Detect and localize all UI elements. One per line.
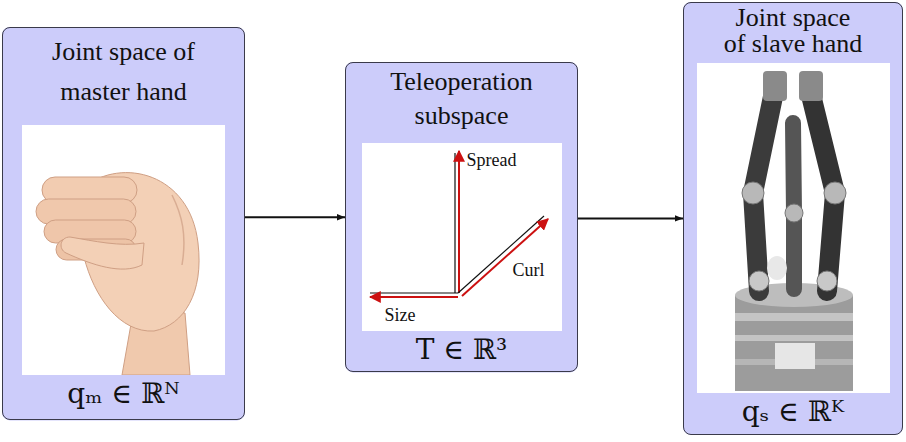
- axis-label: Spread: [466, 151, 518, 171]
- axis-label: Size: [384, 306, 417, 326]
- panel-fill: [683, 2, 903, 435]
- axis-label: Curl: [512, 261, 546, 281]
- flow-arrow: [245, 216, 345, 218]
- panel-title: Teleoperation subspace: [362, 65, 562, 133]
- flow-arrow: [578, 217, 683, 219]
- panel-box: Teleoperation subspace T ∈ ℝ³: [345, 62, 578, 372]
- hand-photo: [22, 125, 225, 375]
- panel-box: Joint space of slave hand qₛ ∈ ℝᴷ: [683, 2, 903, 435]
- panel-fill: [345, 62, 578, 372]
- panel-title: Joint space of slave hand: [723, 5, 864, 57]
- space-formula: T ∈ ℝ³: [416, 335, 508, 366]
- subspace-axes: [362, 143, 562, 331]
- panel-title: Joint space of master hand: [24, 32, 224, 113]
- robot-hand-photo: [697, 63, 890, 393]
- panel-box: Joint space of master hand qₘ ∈ ℝᴺ: [2, 27, 245, 420]
- space-formula: qₘ ∈ ℝᴺ: [67, 379, 179, 410]
- panel-fill: [2, 27, 245, 420]
- space-formula: qₛ ∈ ℝᴷ: [742, 397, 844, 428]
